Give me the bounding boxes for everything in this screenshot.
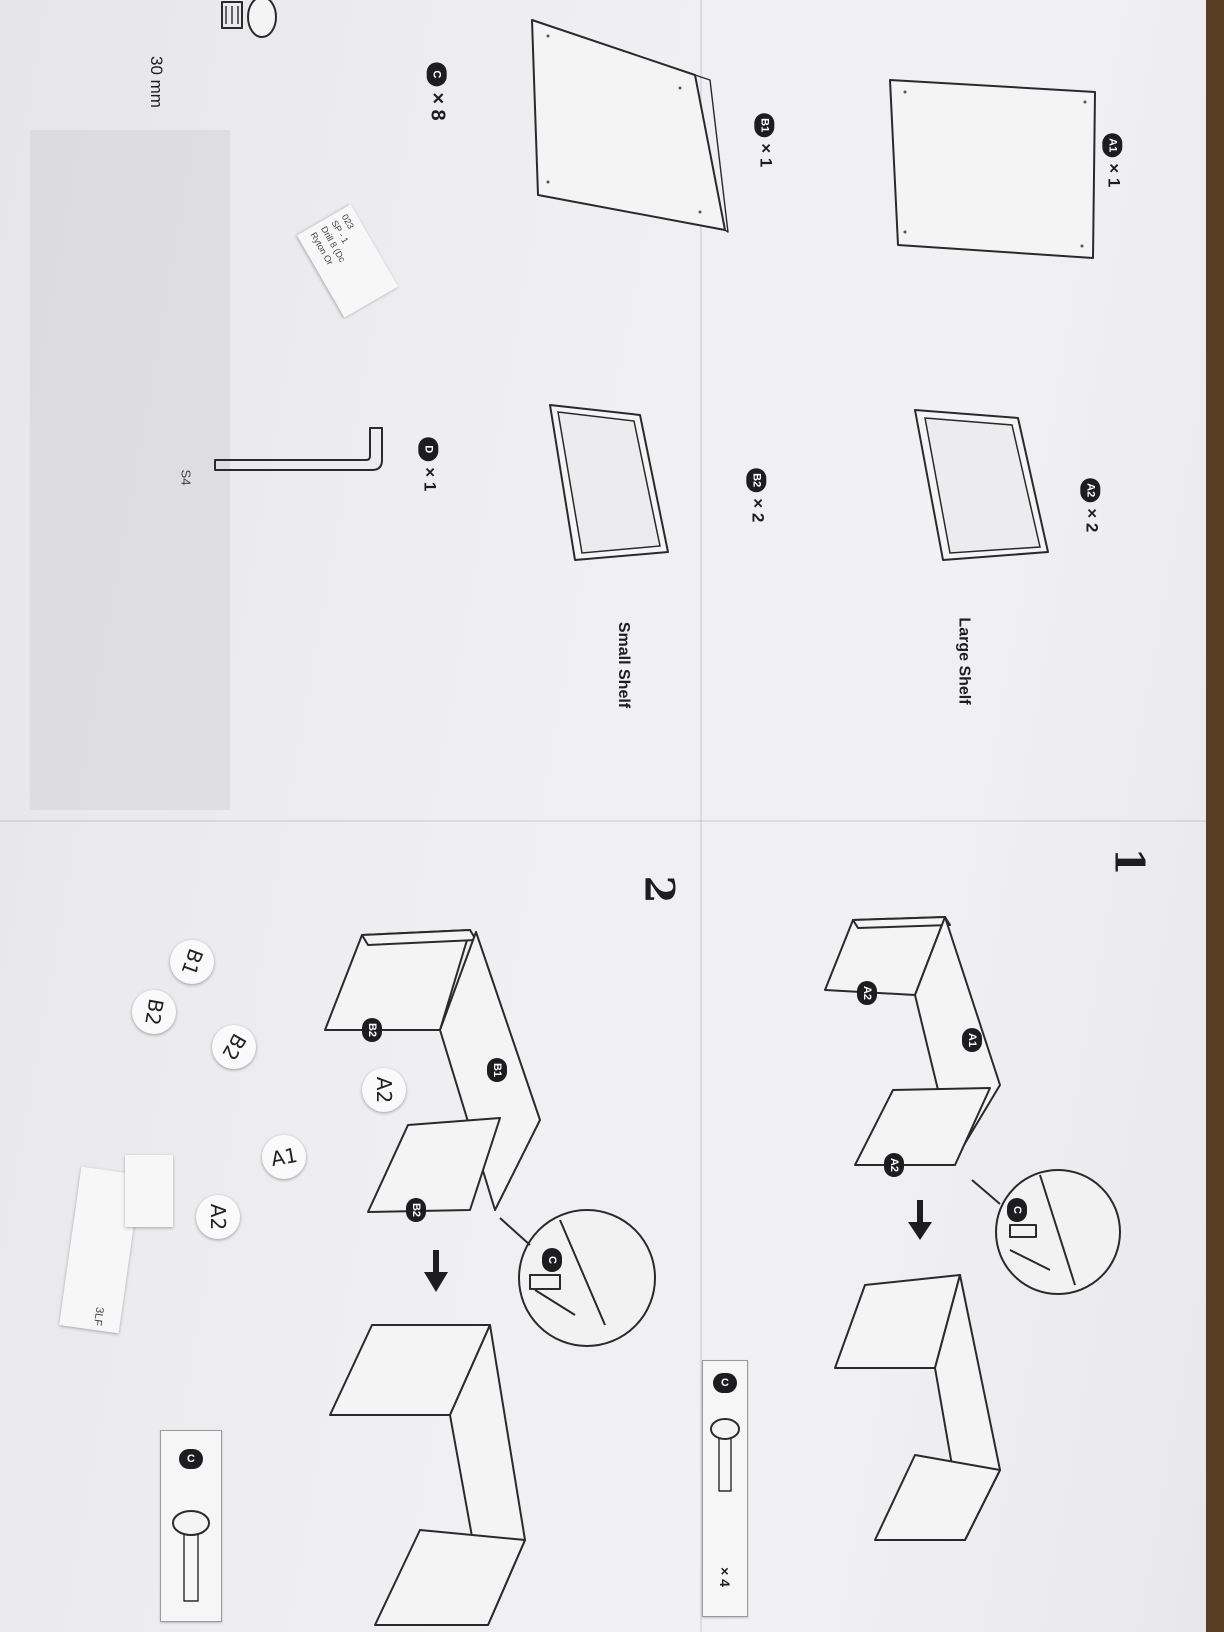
sticker-a2-a: A2	[362, 1068, 406, 1112]
sticker-b1-text: B1	[176, 945, 208, 979]
screw-card-step1: C × 4	[702, 1360, 748, 1617]
screw-card-step2: C	[160, 1430, 222, 1622]
sticker-a2-b: A2	[196, 1195, 240, 1239]
fold-crease-vertical	[700, 0, 702, 1632]
sticker-a1: A1	[262, 1135, 306, 1179]
screw-count-label: × 4	[716, 1567, 733, 1587]
step2-c-magnifier-badge: C	[542, 1248, 562, 1272]
backing-scrap-text: 3LF	[90, 1306, 106, 1327]
sticker-b1: B1	[170, 940, 214, 984]
screw-card1-c-badge: C	[713, 1373, 737, 1393]
fold-crease-horizontal	[0, 820, 1206, 822]
sticker-b2-a-text: B2	[139, 996, 169, 1028]
sticker-a2-b-text: A2	[206, 1203, 230, 1231]
show-through-band	[30, 130, 230, 810]
step2-b1-badge: B1	[487, 1058, 507, 1082]
step2-b2-top-badge: B2	[362, 1018, 382, 1042]
sticker-b2-a: B2	[132, 990, 176, 1034]
sticker-backing-tab	[125, 1155, 173, 1227]
screw-card2-c-badge: C	[179, 1449, 203, 1469]
sticker-b2-b-text: B2	[216, 1029, 251, 1065]
sticker-a2-a-text: A2	[372, 1076, 396, 1104]
sticker-a1-text: A1	[268, 1142, 300, 1172]
step2-b2-bottom-badge: B2	[406, 1198, 426, 1222]
screw-card2-icon	[172, 1510, 210, 1602]
screw-card1-icon	[710, 1418, 740, 1492]
sticker-b2-b: B2	[212, 1025, 256, 1069]
